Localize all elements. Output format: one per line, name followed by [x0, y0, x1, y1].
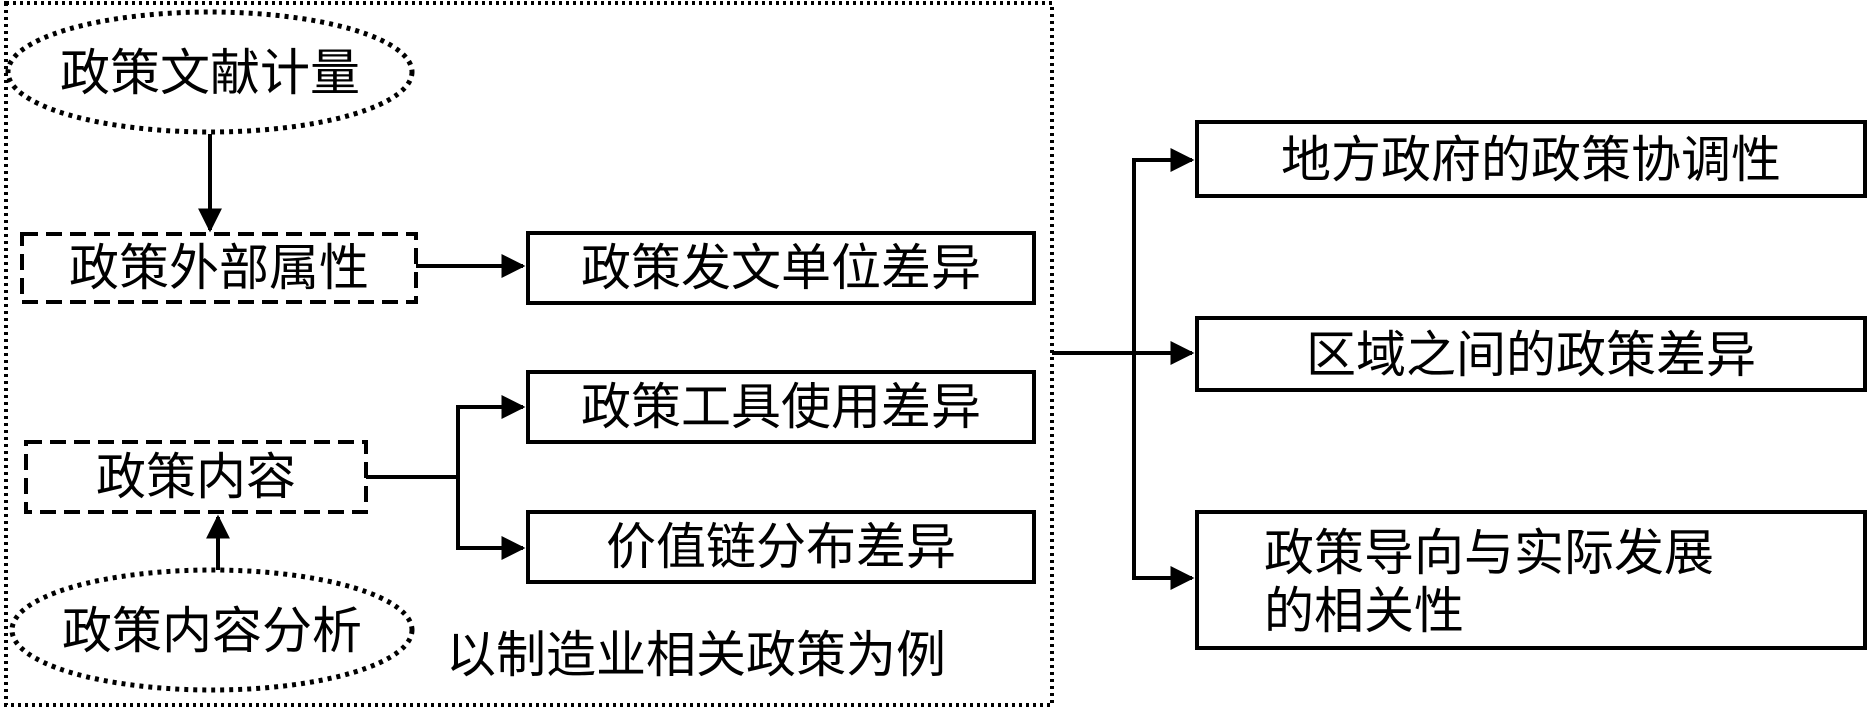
bibliometrics-ellipse: [5, 9, 415, 135]
tool-usage-diff-label: 政策工具使用差异: [581, 378, 981, 436]
external-attributes-label: 政策外部属性: [69, 239, 369, 297]
arrow-content-to-valuechain: [456, 477, 526, 560]
value-chain-diff-box: [526, 510, 1036, 584]
orientation-line1: 政策导向与实际发展: [1264, 524, 1714, 582]
orientation-correlation-box: [1195, 510, 1867, 650]
regional-diff-box: [1195, 316, 1867, 392]
issuing-unit-diff-box: [526, 231, 1036, 305]
bibliometrics-label: 政策文献计量: [60, 44, 360, 102]
content-analysis-label: 政策内容分析: [62, 602, 362, 660]
arrow-content-to-tool: [456, 395, 526, 477]
value-chain-diff-label: 价值链分布差异: [606, 518, 956, 576]
content-analysis-ellipse: [9, 567, 415, 693]
policy-content-label: 政策内容: [96, 448, 296, 506]
local-gov-coordination-box: [1195, 120, 1867, 198]
dotted-frame: [4, 1, 1054, 707]
regional-diff-label: 区域之间的政策差异: [1306, 326, 1756, 384]
external-attributes-box: [20, 232, 418, 304]
example-caption: 以制造业相关政策为例: [446, 626, 946, 684]
orientation-line2: 的相关性: [1264, 582, 1464, 640]
issuing-unit-diff-label: 政策发文单位差异: [581, 239, 981, 297]
local-gov-coordination-label: 地方政府的政策协调性: [1281, 131, 1781, 189]
tool-usage-diff-box: [526, 370, 1036, 444]
